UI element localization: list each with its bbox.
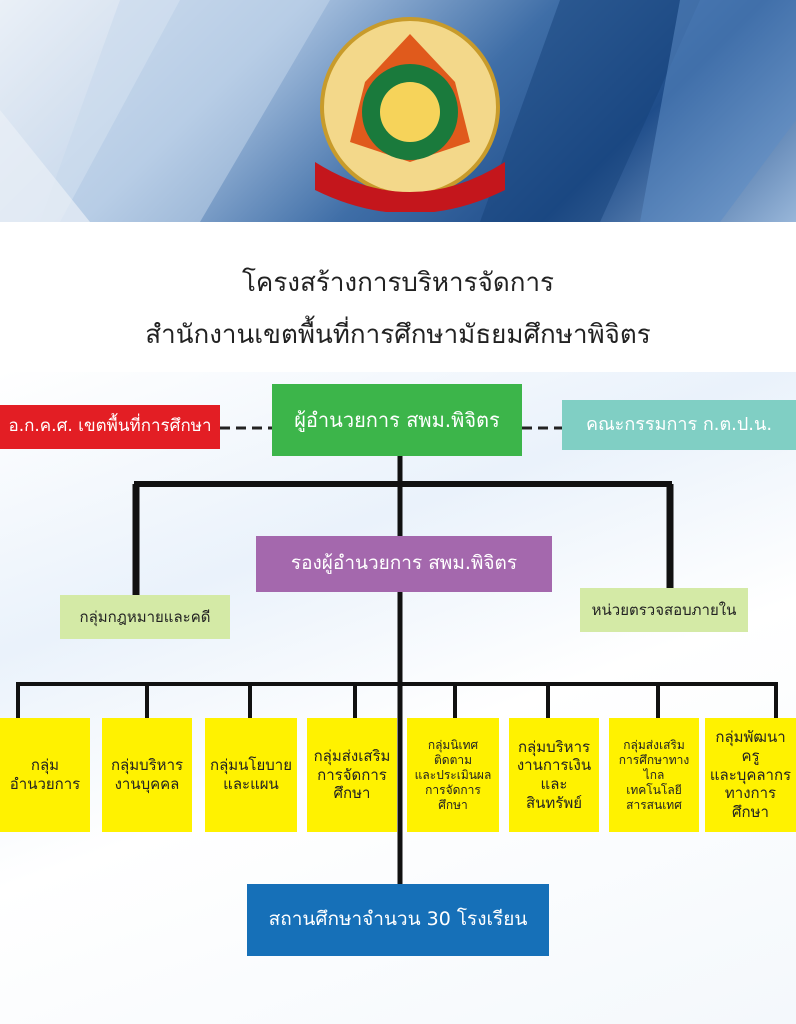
director-box[interactable]: ผู้อำนวยการ สพม.พิจิตร xyxy=(272,384,522,456)
header-banner xyxy=(0,0,796,222)
group-box[interactable]: กลุ่มพัฒนาครู และบุคลากร ทางการศึกษา xyxy=(705,718,796,832)
internal-audit-box[interactable]: หน่วยตรวจสอบภายใน xyxy=(580,588,748,632)
office-logo xyxy=(305,12,515,212)
title-area: โครงสร้างการบริหารจัดการ สำนักงานเขตพื้น… xyxy=(0,222,796,372)
schools-box[interactable]: สถานศึกษาจำนวน 30 โรงเรียน xyxy=(247,884,549,956)
group-box[interactable]: กลุ่ม อำนวยการ xyxy=(0,718,90,832)
group-box[interactable]: กลุ่มบริหาร งานการเงิน และสินทรัพย์ xyxy=(509,718,599,832)
page-title: โครงสร้างการบริหารจัดการ xyxy=(241,268,555,298)
group-box[interactable]: กลุ่มนโยบาย และแผน xyxy=(205,718,297,832)
board-ktpn[interactable]: คณะกรรมการ ก.ต.ป.น. xyxy=(562,400,796,450)
group-box[interactable]: กลุ่มส่งเสริม การศึกษาทางไกล เทคโนโลยีสา… xyxy=(609,718,699,832)
deputy-director-box[interactable]: รองผู้อำนวยการ สพม.พิจิตร xyxy=(256,536,552,592)
legal-group-box[interactable]: กลุ่มกฎหมายและคดี xyxy=(60,595,230,639)
group-box[interactable]: กลุ่มนิเทศ ติดตาม และประเมินผล การจัดการ… xyxy=(407,718,499,832)
board-oksk[interactable]: อ.ก.ค.ศ. เขตพื้นที่การศึกษา xyxy=(0,405,220,449)
group-box[interactable]: กลุ่มบริหาร งานบุคคล xyxy=(102,718,192,832)
group-box[interactable]: กลุ่มส่งเสริม การจัดการ ศึกษา xyxy=(307,718,397,832)
banner-pattern xyxy=(0,0,796,222)
page-subtitle: สำนักงานเขตพื้นที่การศึกษามัธยมศึกษาพิจิ… xyxy=(145,320,651,350)
